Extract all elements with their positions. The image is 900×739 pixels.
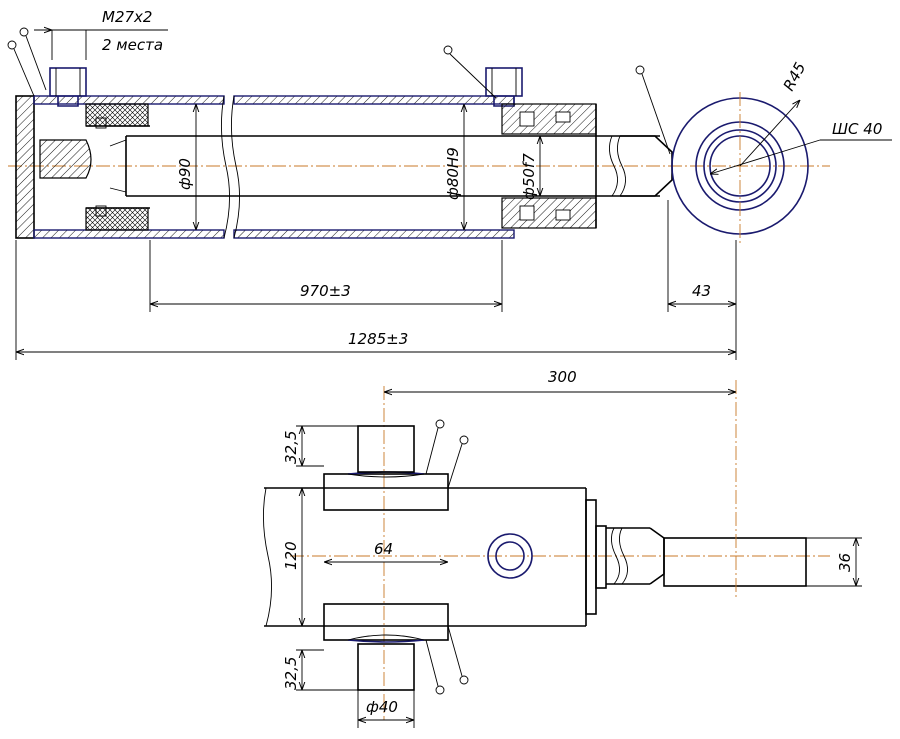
dim-eye-width: 36: [836, 538, 856, 586]
label-port-thread: M27x2: [102, 8, 152, 26]
callout-eye: R45 ШС 40: [710, 59, 892, 174]
label-64: 64: [374, 540, 393, 558]
plan-rod: [606, 380, 807, 600]
dim-trunnion-width: 64: [324, 540, 448, 562]
label-eye-offset: 43: [692, 282, 711, 300]
dim-eye-offset: 43: [668, 282, 736, 304]
dim-trunnion-to-eye: 300: [384, 368, 736, 392]
plan-view: 300 32,5 120 32,5 64 ф40: [262, 368, 862, 728]
cylinder-body: [262, 487, 607, 627]
label-radius: R45: [780, 59, 810, 94]
dim-trunnion-pin: ф40: [358, 698, 414, 720]
dim-trunnion-top: 32,5: [282, 426, 302, 466]
piston: [85, 103, 150, 231]
rod-end-nut: [39, 139, 92, 179]
rod-eye: [671, 92, 809, 244]
piston-rod: [109, 135, 660, 197]
label-325-bottom: 32,5: [282, 657, 300, 690]
dim-trunnion-bottom: 32,5: [282, 650, 302, 690]
label-325-top: 32,5: [282, 431, 300, 464]
dim-dia90: ф90: [176, 104, 196, 230]
label-dia80: ф80H9: [444, 147, 462, 200]
dim-dia80: ф80H9: [444, 104, 464, 230]
label-port-qty: 2 места: [102, 36, 163, 54]
label-36: 36: [836, 553, 854, 572]
label-dia90: ф90: [176, 158, 194, 190]
port-left: [49, 67, 87, 107]
gland: [501, 103, 597, 229]
label-dia40: ф40: [366, 698, 398, 716]
label-bearing: ШС 40: [832, 120, 882, 138]
label-dia50: ф50f7: [520, 153, 538, 200]
dim-body-height: 120: [282, 488, 302, 626]
label-stroke: 970±3: [300, 282, 351, 300]
label-120: 120: [282, 541, 300, 570]
trunnion: [323, 425, 449, 691]
end-cap: [15, 95, 35, 239]
label-300: 300: [548, 368, 577, 386]
label-overall: 1285±3: [348, 330, 408, 348]
dim-overall: 1285±3: [16, 330, 736, 352]
callout-port-thread: M27x2 2 места: [7, 8, 671, 155]
dim-dia50: ф50f7: [520, 136, 540, 200]
dim-stroke: 970±3: [150, 282, 502, 304]
section-view: ф90 ф80H9 ф50f7 M27x2 2 места: [7, 8, 892, 360]
